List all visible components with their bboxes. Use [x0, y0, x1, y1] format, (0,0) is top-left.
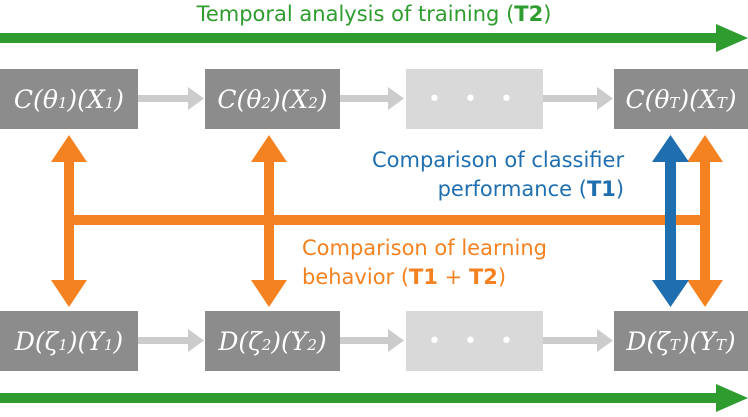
c-ellipsis-dots: • • •	[428, 86, 521, 112]
classifier-comparison-label: Comparison of classifier performance (T1…	[372, 146, 624, 204]
dt-sub2: T	[715, 336, 726, 354]
bottom-timeline-arrow	[0, 384, 748, 412]
c2-mid: )(	[270, 84, 291, 114]
dt-end: )	[725, 326, 736, 356]
d1-end: )	[113, 326, 124, 356]
learning-label-line1: Comparison of learning	[302, 236, 547, 260]
classifier-label-line2: performance (T1)	[372, 175, 625, 204]
learning-label-line2: behavior (T1 + T2)	[302, 263, 547, 292]
d1-var: Y	[87, 326, 104, 356]
top-timeline-bold: T2	[514, 2, 544, 26]
d2-param: ζ	[248, 326, 262, 356]
ct-param: θ	[654, 84, 670, 114]
learning-label-text: behavior (	[302, 265, 410, 289]
dt-var: Y	[699, 326, 716, 356]
d1-fn: D(	[14, 326, 45, 356]
ct-fn: C(	[625, 84, 655, 114]
classifier-label-text: performance (	[437, 177, 587, 201]
dt-param: ζ	[656, 326, 670, 356]
d2-sub1: 2	[261, 336, 272, 354]
learning-comparison-label: Comparison of learning behavior (T1 + T2…	[302, 234, 547, 292]
d-box-ellipsis: • • •	[406, 311, 543, 371]
c1-sub1: 1	[57, 94, 68, 112]
row-c-connectors	[138, 87, 613, 110]
c2-sub2: 2	[308, 94, 318, 112]
dt-sub1: T	[669, 336, 680, 354]
ct-sub2: T	[716, 94, 727, 112]
c1-param: θ	[42, 84, 58, 114]
top-timeline-text: Temporal analysis of training (	[196, 2, 515, 26]
learning-label-bold2: T2	[468, 265, 498, 289]
top-timeline-label: Temporal analysis of training (T2)	[0, 2, 748, 26]
d2-sub2: 2	[307, 336, 317, 354]
c1-mid: )(	[67, 84, 87, 114]
learning-label-bold1: T1	[409, 265, 438, 289]
c1-var: X	[86, 84, 105, 114]
c2-sub1: 2	[261, 94, 271, 112]
learning-label-close: )	[497, 265, 507, 289]
row-d-connectors	[138, 329, 613, 352]
d2-mid: )(	[271, 326, 291, 356]
d2-fn: D(	[218, 326, 249, 356]
top-timeline-close: )	[543, 2, 552, 26]
d2-end: )	[316, 326, 327, 356]
d1-mid: )(	[67, 326, 88, 356]
c2-param: θ	[246, 84, 262, 114]
top-timeline-arrow	[0, 24, 748, 52]
ct-var: X	[698, 84, 717, 114]
c2-fn: C(	[217, 84, 247, 114]
d2-var: Y	[290, 326, 308, 356]
c2-var: X	[290, 84, 309, 114]
dt-fn: D(	[626, 326, 657, 356]
c1-fn: C(	[13, 84, 43, 114]
learning-label-plus: +	[437, 265, 469, 289]
classifier-label-line1: Comparison of classifier	[372, 148, 625, 172]
d-ellipsis-dots: • • •	[428, 328, 521, 354]
d1-sub1: 1	[58, 336, 68, 354]
c-box-ellipsis: • • •	[406, 69, 543, 129]
learning-comparison-arrows	[51, 135, 723, 307]
classifier-label-bold: T1	[586, 177, 616, 201]
c1-sub2: 1	[104, 94, 115, 112]
classifier-comparison-arrow	[652, 135, 689, 307]
ct-end: )	[726, 84, 737, 114]
ct-sub1: T	[669, 94, 680, 112]
d1-sub2: 1	[103, 336, 114, 354]
c2-end: )	[317, 84, 328, 114]
c1-end: )	[114, 84, 125, 114]
ct-mid: )(	[679, 84, 699, 114]
classifier-label-close: )	[615, 177, 625, 201]
dt-mid: )(	[679, 326, 700, 356]
d1-param: ζ	[44, 326, 59, 356]
